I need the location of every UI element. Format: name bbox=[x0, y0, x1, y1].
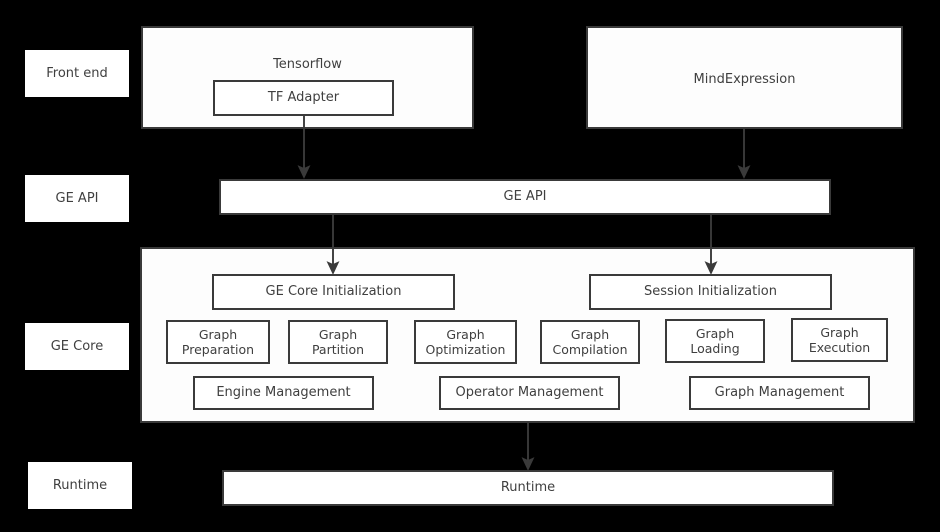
layer-label-ge-api: GE API bbox=[25, 175, 129, 222]
manager-graph-management[interactable]: Graph Management bbox=[689, 376, 870, 410]
layer-label-ge-api-text: GE API bbox=[55, 191, 99, 206]
layer-label-front-end-text: Front end bbox=[46, 66, 108, 81]
manager-engine-management-label: Engine Management bbox=[216, 385, 351, 401]
module-graph-preparation-label: Graph Preparation bbox=[181, 326, 255, 357]
runtime-bar[interactable]: Runtime bbox=[222, 470, 834, 506]
runtime-bar-label: Runtime bbox=[500, 480, 556, 496]
module-graph-compilation-label: Graph Compilation bbox=[552, 326, 628, 357]
mindexpression-label: MindExpression bbox=[693, 72, 796, 87]
ge-api-bar[interactable]: GE API bbox=[219, 179, 831, 215]
module-graph-loading-label: Graph Loading bbox=[690, 325, 740, 356]
tf-adapter-label: TF Adapter bbox=[267, 90, 340, 106]
mindexpression-container[interactable]: MindExpression bbox=[586, 26, 903, 129]
layer-label-front-end: Front end bbox=[25, 50, 129, 97]
module-graph-loading[interactable]: Graph Loading bbox=[665, 319, 765, 363]
module-graph-optimization-label: Graph Optimization bbox=[425, 326, 506, 357]
manager-engine-management[interactable]: Engine Management bbox=[193, 376, 374, 410]
manager-graph-management-label: Graph Management bbox=[714, 385, 845, 401]
tf-adapter-box[interactable]: TF Adapter bbox=[213, 80, 394, 116]
module-graph-execution-label: Graph Execution bbox=[808, 324, 871, 355]
module-graph-optimization[interactable]: Graph Optimization bbox=[414, 320, 517, 364]
tensorflow-label: Tensorflow bbox=[273, 57, 342, 72]
session-initialization-box[interactable]: Session Initialization bbox=[589, 274, 832, 310]
layer-label-ge-core-text: GE Core bbox=[50, 339, 104, 354]
module-graph-preparation[interactable]: Graph Preparation bbox=[166, 320, 270, 364]
ge-core-initialization-box[interactable]: GE Core Initialization bbox=[212, 274, 455, 310]
ge-core-initialization-label: GE Core Initialization bbox=[265, 284, 402, 300]
module-graph-compilation[interactable]: Graph Compilation bbox=[540, 320, 640, 364]
manager-operator-management[interactable]: Operator Management bbox=[439, 376, 620, 410]
module-graph-execution[interactable]: Graph Execution bbox=[791, 318, 888, 362]
layer-label-runtime-text: Runtime bbox=[52, 478, 108, 493]
module-graph-partition-label: Graph Partition bbox=[311, 326, 365, 357]
session-initialization-label: Session Initialization bbox=[643, 284, 777, 300]
layer-label-runtime: Runtime bbox=[28, 462, 132, 509]
layer-label-ge-core: GE Core bbox=[25, 323, 129, 370]
manager-operator-management-label: Operator Management bbox=[455, 385, 604, 401]
module-graph-partition[interactable]: Graph Partition bbox=[288, 320, 388, 364]
ge-api-bar-label: GE API bbox=[503, 189, 547, 205]
